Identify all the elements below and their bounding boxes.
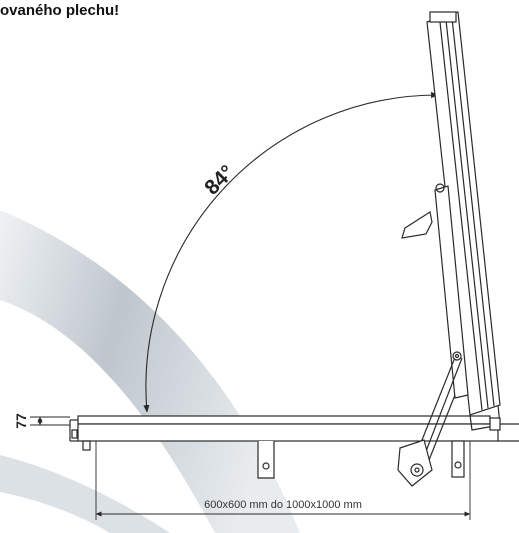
angle-arc bbox=[143, 91, 439, 413]
angle-label: 84° bbox=[200, 161, 239, 200]
page-heading: ovaného plechu! bbox=[0, 2, 120, 19]
height-label: 77 bbox=[13, 413, 29, 429]
lid-top-cap bbox=[429, 11, 457, 23]
hinge-pivot-bottom bbox=[410, 463, 424, 477]
strut-handle bbox=[401, 211, 433, 239]
frame-lower bbox=[77, 423, 499, 442]
foot-left bbox=[82, 440, 91, 451]
background-swoosh-lower bbox=[0, 455, 170, 533]
hinge-lower-block bbox=[451, 440, 465, 478]
lid-bottom-latch bbox=[489, 417, 501, 431]
anchor-bracket bbox=[257, 441, 275, 479]
frame-base bbox=[77, 415, 491, 425]
hinge-foot bbox=[397, 439, 433, 487]
frame-left-tab bbox=[71, 429, 78, 439]
hinge-pivot-top bbox=[452, 351, 462, 361]
size-label: 600x600 mm do 1000x1000 mm bbox=[204, 499, 362, 511]
